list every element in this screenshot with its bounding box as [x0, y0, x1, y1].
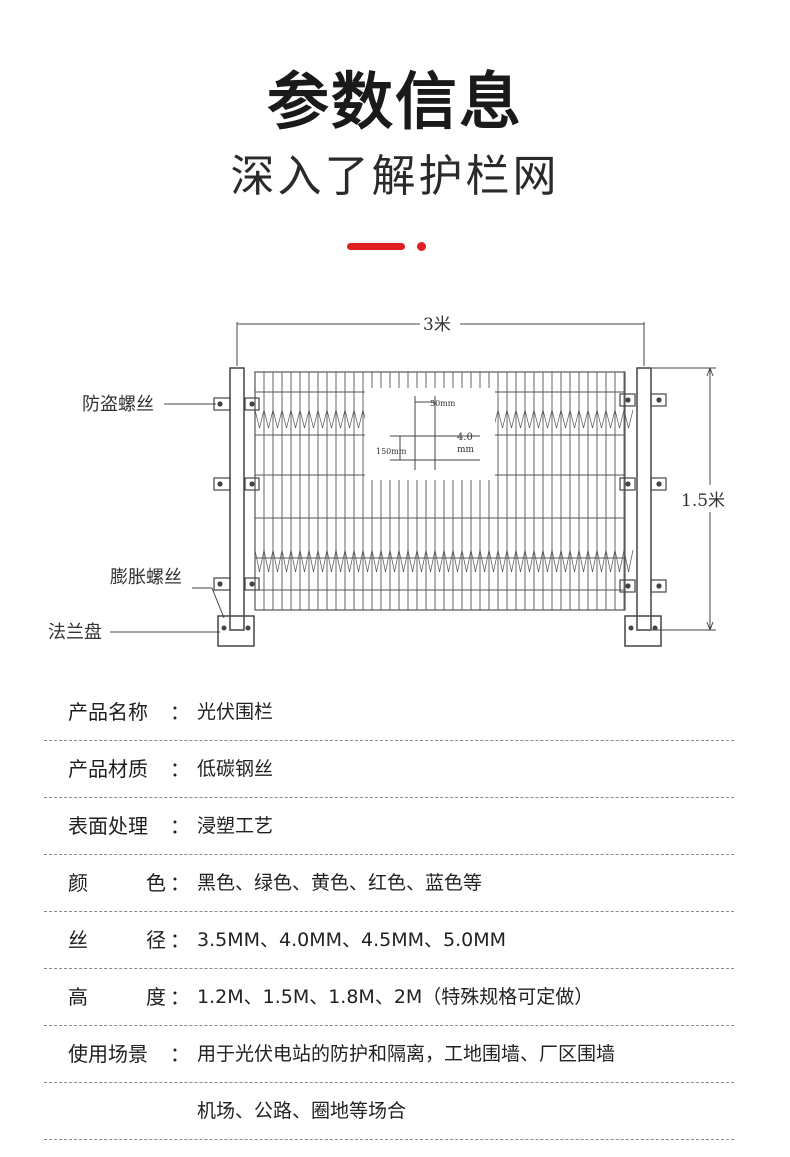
width-dimension [236, 322, 645, 366]
spec-key-char: 颜 [68, 871, 88, 895]
fence-mesh [254, 371, 634, 611]
spec-key-char: 丝 [68, 928, 88, 952]
spec-value: 1.2M、1.5M、1.8M、2M（特殊规格可定做） [197, 986, 594, 1008]
left-clamps [213, 397, 260, 591]
spec-key-char: 度 [146, 985, 166, 1009]
accent-bar [347, 243, 405, 250]
spec-value: 光伏围栏 [197, 701, 274, 723]
spec-separator: ： [170, 871, 190, 895]
spec-key: 表面处理 [68, 814, 148, 838]
width-label: 3米 [423, 315, 451, 335]
spec-value: 浸塑工艺 [197, 815, 274, 837]
spec-separator: ： [170, 985, 190, 1009]
mesh-detail-window [365, 388, 495, 480]
right-flange-plate [624, 615, 662, 647]
expansion-bolt-label: 膨胀螺丝 [110, 567, 182, 588]
fence-drawing: 50mm 150mm 4.0 mm 3米 1.5米 [48, 315, 725, 647]
fence-diagram: 50mm 150mm 4.0 mm 3米 1.5米 [40, 300, 750, 660]
spec-separator: ： [170, 928, 190, 952]
spec-key-char: 径 [146, 928, 166, 952]
spec-value: 低碳钢丝 [197, 758, 274, 780]
spec-separator: ： [170, 700, 190, 724]
spec-key: 高度 [68, 969, 166, 1025]
spec-separator: ： [170, 757, 190, 781]
accent-dot [417, 242, 426, 251]
page-title: 参数信息 [266, 65, 523, 138]
right-post [636, 367, 652, 631]
spec-value: 用于光伏电站的防护和隔离，工地围墙、厂区围墙 [197, 1043, 616, 1065]
wire-unit-label: mm [457, 445, 475, 455]
spec-row: 高度：1.2M、1.5M、1.8M、2M（特殊规格可定做） [44, 969, 734, 1026]
mesh-h-label: 50mm [430, 399, 456, 408]
spec-value: 3.5MM、4.0MM、4.5MM、5.0MM [197, 929, 507, 951]
spec-separator: ： [170, 1042, 190, 1066]
spec-key: 使用场景 [68, 1042, 148, 1066]
spec-separator: ： [170, 814, 190, 838]
callout-leaders [110, 403, 225, 633]
spec-row: 颜色：黑色、绿色、黄色、红色、蓝色等 [44, 855, 734, 912]
spec-key: 产品名称 [68, 700, 148, 724]
flange-plate-label: 法兰盘 [48, 622, 102, 643]
spec-row: 产品材质 ： 低碳钢丝 [44, 741, 734, 798]
spec-value: 黑色、绿色、黄色、红色、蓝色等 [197, 872, 483, 894]
left-flange-plate [217, 615, 255, 647]
mesh-v-label: 150mm [376, 447, 407, 456]
left-post [229, 367, 245, 631]
spec-key: 颜色 [68, 855, 166, 911]
spec-row: 丝径：3.5MM、4.0MM、4.5MM、5.0MM [44, 912, 734, 969]
wire-diameter-label: 4.0 [457, 432, 473, 443]
height-label: 1.5米 [681, 491, 725, 511]
spec-table: 产品名称：光伏围栏产品材质：低碳钢丝表面处理：浸塑工艺颜色：黑色、绿色、黄色、红… [44, 684, 734, 1140]
spec-row: 机场、公路、圈地等场合 [44, 1083, 734, 1140]
spec-key-char: 色 [146, 871, 166, 895]
spec-key: 丝径 [68, 912, 166, 968]
spec-row: 使用场景 ： 用于光伏电站的防护和隔离，工地围墙、厂区围墙 [44, 1026, 734, 1083]
height-dimension [652, 367, 716, 631]
mesh-detail-lines [390, 396, 480, 470]
page-subtitle: 深入了解护栏网 [230, 151, 560, 202]
spec-row: 产品名称 ： 光伏围栏 [44, 684, 734, 741]
anti-theft-bolt-label: 防盗螺丝 [82, 394, 154, 415]
spec-row: 表面处理 ： 浸塑工艺 [44, 798, 734, 855]
spec-key: 产品材质 [68, 757, 148, 781]
spec-value: 机场、公路、圈地等场合 [197, 1100, 407, 1122]
spec-key-char: 高 [68, 985, 88, 1009]
right-clamps [619, 393, 667, 593]
